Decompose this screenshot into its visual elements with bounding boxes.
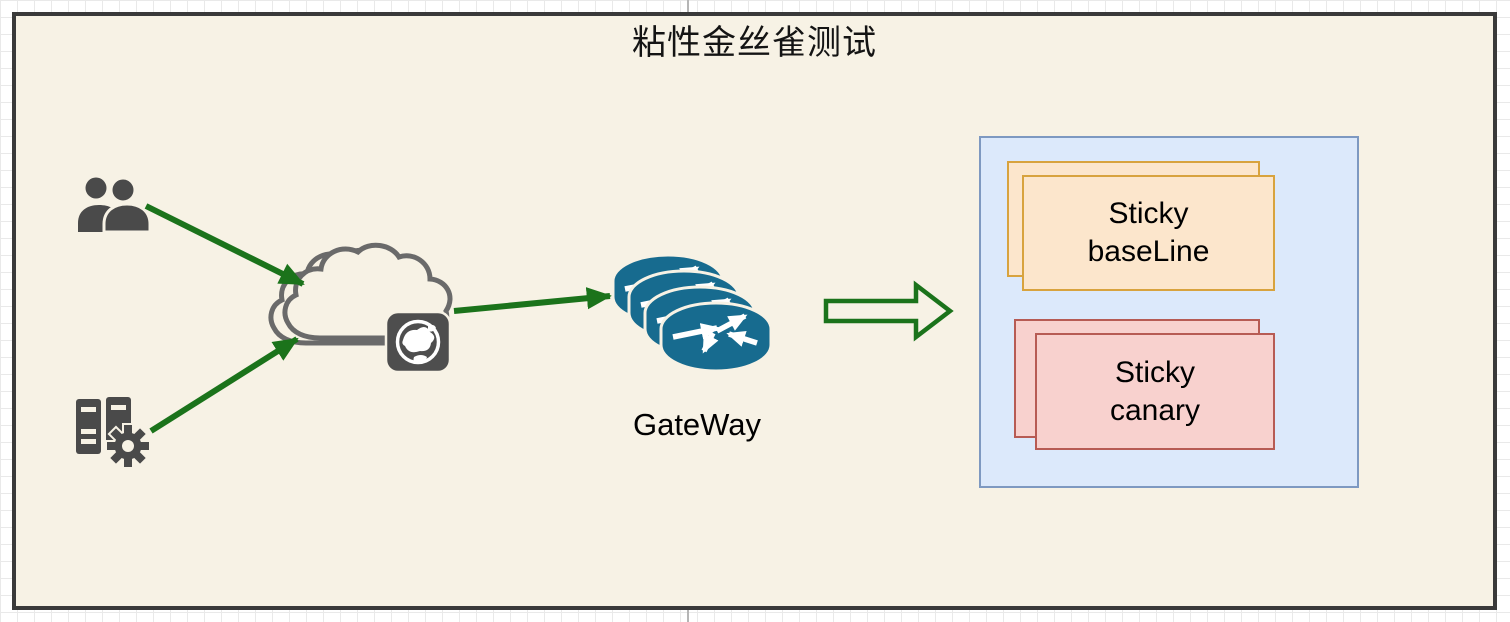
diagram-title[interactable]: 粘性金丝雀测试 <box>632 24 877 62</box>
globe-icon <box>384 310 452 374</box>
connector-users-to-cloud[interactable] <box>144 203 305 287</box>
connector-servers-to-cloud[interactable] <box>149 336 299 434</box>
router-stack-icon[interactable] <box>613 255 771 371</box>
sticky-baseline-card[interactable]: Sticky baseLine <box>1022 175 1275 291</box>
page-divider-bottom <box>687 610 689 622</box>
users-icon[interactable] <box>78 176 152 234</box>
gear-icon <box>105 423 151 469</box>
sticky-canary-label-line1: Sticky <box>1114 355 1195 389</box>
sticky-baseline-label-line2: baseLine <box>1087 235 1210 268</box>
block-arrow-right-icon[interactable] <box>823 280 954 342</box>
sticky-canary-label-line2: canary <box>1109 393 1201 427</box>
cloud-internet-icon[interactable] <box>268 242 453 374</box>
sticky-canary-card[interactable]: Sticky canary <box>1035 333 1275 450</box>
sticky-baseline-label-line1: Sticky <box>1108 197 1189 230</box>
gateway-label[interactable]: GateWay <box>632 407 762 442</box>
connector-cloud-to-gateway[interactable] <box>453 287 613 314</box>
server-gear-icon[interactable] <box>76 397 151 469</box>
page-divider-top <box>687 0 689 12</box>
